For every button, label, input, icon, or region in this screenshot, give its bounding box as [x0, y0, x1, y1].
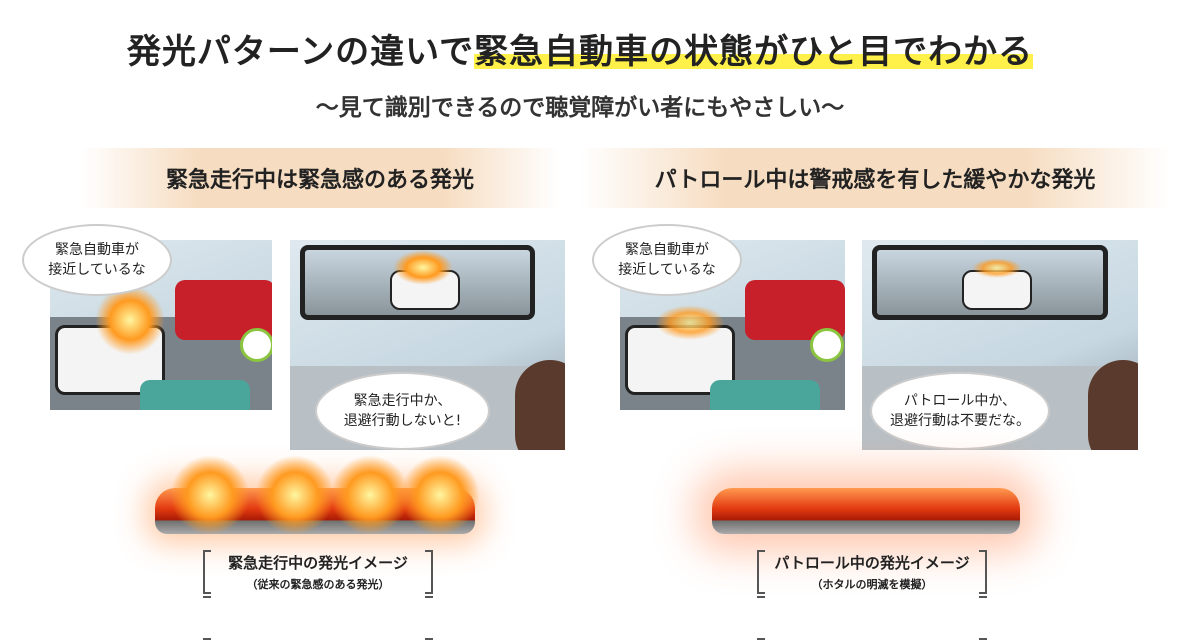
right-speech-bubble-2: パトロール中か、退避行動は不要だな。 [870, 372, 1050, 450]
right-light-bar [712, 488, 1020, 534]
left-speech-bubble-2: 緊急走行中か、退避行動しないと! [315, 372, 490, 450]
driver-head [515, 360, 565, 450]
hearing-mark-icon [240, 328, 272, 362]
right-header: パトロール中は警戒感を有した緩やかな発光 [580, 148, 1170, 208]
flash-icon [170, 455, 250, 535]
right-caption-main: パトロール中の発光イメージ [774, 554, 970, 572]
flash-icon [255, 455, 335, 535]
green-car [140, 380, 250, 410]
left-speech-bubble-1: 緊急自動車が接近しているな [22, 224, 172, 296]
right-caption: パトロール中の発光イメージ （ホタルの明滅を模擬） [757, 550, 987, 594]
left-caption-sub: （従来の緊急感のある発光） [246, 578, 390, 591]
right-caption-sub: （ホタルの明滅を模擬） [811, 578, 933, 591]
flash-icon [95, 285, 165, 355]
right-speech-bubble-1: 緊急自動車が接近しているな [592, 224, 742, 296]
left-caption-main: 緊急走行中の発光イメージ [228, 554, 408, 572]
flash-icon [330, 455, 410, 535]
page-title: 発光パターンの違いで緊急自動車の状態がひと目でわかる [0, 24, 1160, 73]
left-header: 緊急走行中は緊急感のある発光 [80, 148, 560, 208]
left-street-scene [50, 240, 272, 410]
title-highlighted: 緊急自動車の状態がひと目でわかる [474, 32, 1034, 72]
rearview-mirror [872, 245, 1108, 320]
rearview-mirror [300, 245, 535, 320]
subtitle: ～見て識別できるので聴覚障がい者にもやさしい～ [315, 95, 845, 121]
hearing-mark-icon [810, 328, 844, 362]
left-caption: 緊急走行中の発光イメージ （従来の緊急感のある発光） [203, 550, 433, 594]
title-part1: 発光パターンの違いで [126, 32, 475, 72]
flash-icon [400, 455, 480, 535]
